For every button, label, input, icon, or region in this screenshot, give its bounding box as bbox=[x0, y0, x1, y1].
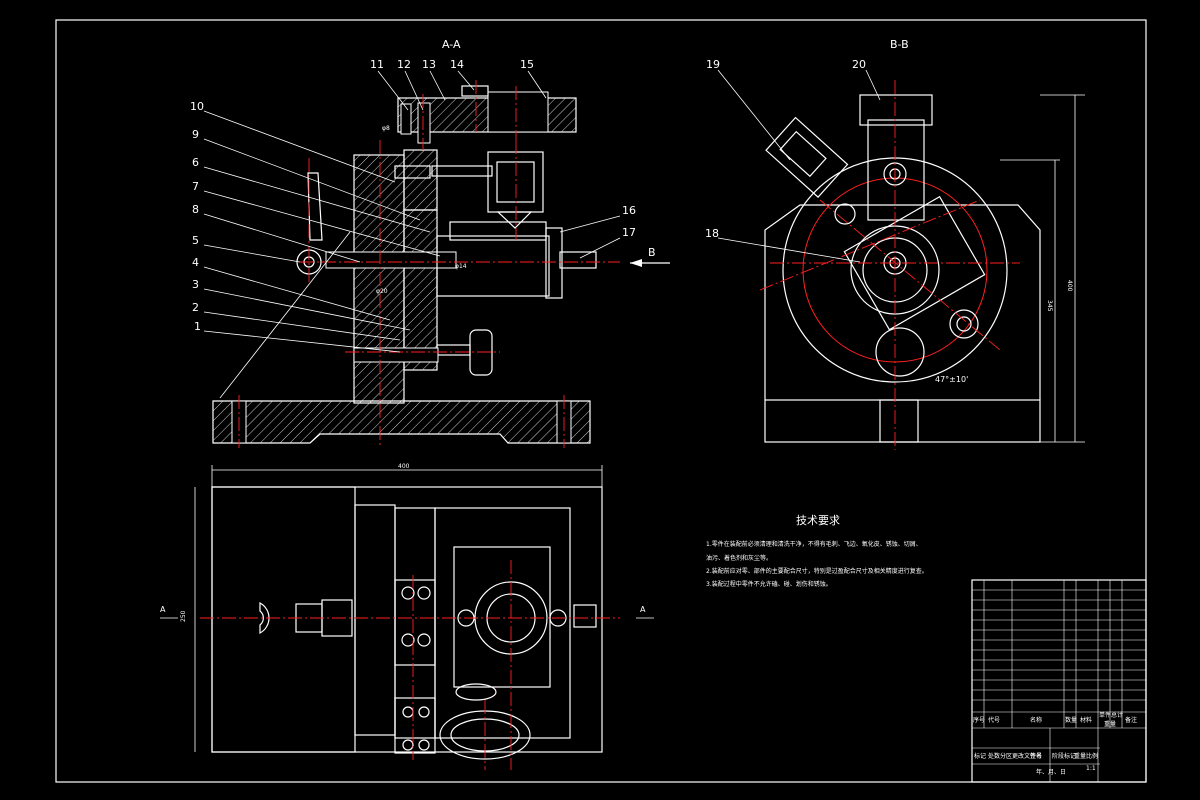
svg-text:1:1: 1:1 bbox=[1086, 765, 1096, 772]
tech-title: 技术要求 bbox=[796, 514, 840, 527]
svg-text:年、月、日: 年、月、日 bbox=[1036, 768, 1066, 776]
svg-text:3: 3 bbox=[192, 278, 199, 291]
arrow-b-label: B bbox=[648, 246, 656, 259]
drawing-frame bbox=[55, 19, 1147, 783]
svg-text:代号: 代号 bbox=[988, 716, 1000, 724]
section-bb-label: B-B bbox=[890, 38, 909, 51]
svg-text:250: 250 bbox=[180, 610, 187, 622]
svg-text:1.零件在装配前必须清理和清洗干净，不得有毛刺、飞边、氧化皮: 1.零件在装配前必须清理和清洗干净，不得有毛刺、飞边、氧化皮、锈蚀、切屑、 bbox=[706, 540, 922, 548]
svg-text:油污、着色剂和灰尘等。: 油污、着色剂和灰尘等。 bbox=[706, 554, 772, 562]
svg-text:11: 11 bbox=[370, 58, 384, 71]
cut-left-label: A bbox=[160, 605, 166, 614]
svg-text:4: 4 bbox=[192, 256, 199, 269]
svg-text:序号: 序号 bbox=[973, 716, 985, 724]
svg-text:18: 18 bbox=[705, 227, 719, 240]
svg-text:6: 6 bbox=[192, 156, 199, 169]
svg-text:400: 400 bbox=[1066, 280, 1073, 292]
section-aa-view: A-A bbox=[190, 38, 670, 448]
svg-text:9: 9 bbox=[192, 128, 199, 141]
svg-text:处数: 处数 bbox=[988, 752, 1000, 760]
svg-text:比例: 比例 bbox=[1086, 752, 1098, 760]
svg-text:φ20: φ20 bbox=[376, 288, 388, 295]
svg-text:345: 345 bbox=[1046, 300, 1053, 312]
svg-text:15: 15 bbox=[520, 58, 534, 71]
svg-text:阶段标记: 阶段标记 bbox=[1052, 752, 1076, 760]
svg-text:1: 1 bbox=[194, 320, 201, 333]
svg-text:名称: 名称 bbox=[1030, 716, 1042, 724]
svg-text:19: 19 bbox=[706, 58, 720, 71]
svg-text:φ8: φ8 bbox=[382, 125, 390, 132]
svg-text:标记: 标记 bbox=[974, 752, 986, 760]
svg-text:2: 2 bbox=[192, 301, 199, 314]
svg-text:8: 8 bbox=[192, 203, 199, 216]
plan-view: 400 250 A A bbox=[160, 463, 654, 770]
callouts-left: 10 9 6 7 8 5 4 3 2 1 bbox=[190, 100, 441, 399]
title-block: 序号 代号 名称 数量 材料 单件 总计 备注 重量 标记 处数 分区 更改文件… bbox=[971, 579, 1147, 783]
angle-note: 47°±10' bbox=[935, 375, 968, 384]
tech-requirements: 技术要求 1.零件在装配前必须清理和清洗干净，不得有毛刺、飞边、氧化皮、锈蚀、切… bbox=[706, 514, 928, 588]
svg-text:3.装配过程中零件不允许磕、碰、划伤和锈蚀。: 3.装配过程中零件不允许磕、碰、划伤和锈蚀。 bbox=[706, 580, 832, 588]
svg-text:2.装配前应对零、部件的主要配合尺寸，特别是过盈配合尺寸及相: 2.装配前应对零、部件的主要配合尺寸，特别是过盈配合尺寸及相关精度进行复查。 bbox=[706, 567, 928, 575]
svg-text:材料: 材料 bbox=[1080, 716, 1092, 724]
svg-text:17: 17 bbox=[622, 226, 636, 239]
section-bb-view: B-B bbox=[705, 38, 1085, 450]
svg-text:16: 16 bbox=[622, 204, 636, 217]
svg-text:10: 10 bbox=[190, 100, 204, 113]
svg-text:20: 20 bbox=[852, 58, 866, 71]
svg-text:12: 12 bbox=[397, 58, 411, 71]
svg-text:5: 5 bbox=[192, 234, 199, 247]
callouts-top: 11 12 13 14 15 16 17 bbox=[370, 58, 636, 259]
section-aa-label: A-A bbox=[442, 38, 461, 51]
svg-text:单件: 单件 bbox=[1099, 711, 1111, 719]
svg-text:重量: 重量 bbox=[1074, 752, 1086, 760]
svg-text:13: 13 bbox=[422, 58, 436, 71]
svg-text:备注: 备注 bbox=[1125, 716, 1137, 724]
svg-text:7: 7 bbox=[192, 180, 199, 193]
svg-text:签名: 签名 bbox=[1030, 752, 1042, 760]
svg-text:重量: 重量 bbox=[1104, 720, 1116, 728]
svg-text:400: 400 bbox=[398, 463, 410, 470]
svg-text:φ14: φ14 bbox=[455, 263, 467, 270]
svg-text:数量: 数量 bbox=[1065, 716, 1077, 724]
svg-text:14: 14 bbox=[450, 58, 464, 71]
svg-text:分区: 分区 bbox=[1000, 752, 1012, 760]
svg-text:更改文件号: 更改文件号 bbox=[1012, 752, 1042, 760]
svg-text:总计: 总计 bbox=[1111, 711, 1123, 719]
cut-right-label: A bbox=[640, 605, 646, 614]
